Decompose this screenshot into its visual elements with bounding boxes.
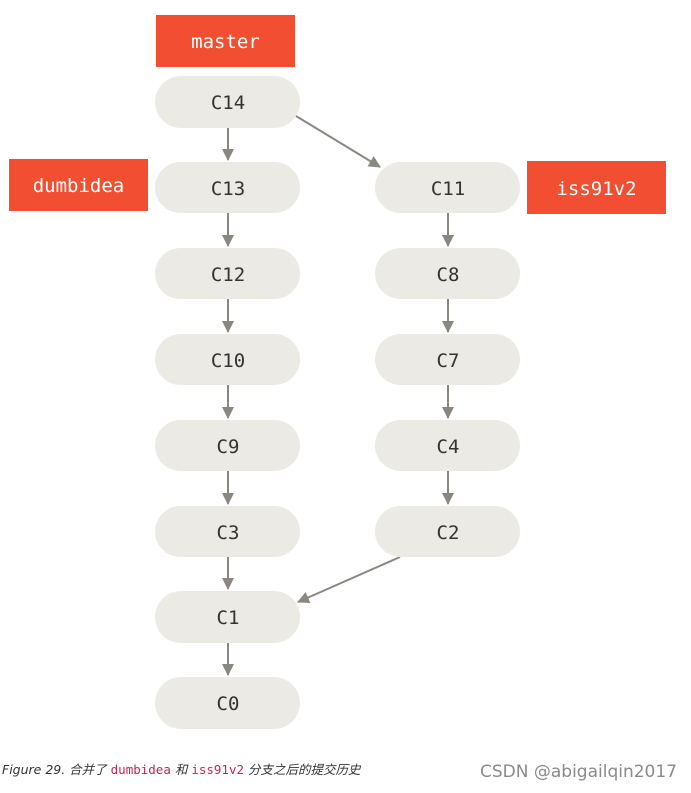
branch-label-master: master <box>156 15 295 67</box>
commit-label-c10: C10 <box>211 350 245 372</box>
commit-label-c7: C7 <box>437 350 460 372</box>
edge-c2-c1 <box>297 556 401 604</box>
watermark: CSDN @abigailqin2017 <box>479 762 677 782</box>
commit-node-c1: C1 <box>155 591 300 643</box>
commit-node-c0: C0 <box>155 677 300 729</box>
commit-node-c3: C3 <box>155 506 300 557</box>
edge-c14-c11 <box>295 115 381 168</box>
commit-node-c8: C8 <box>375 248 520 299</box>
branch-name-dumbidea: dumbidea <box>33 175 125 197</box>
branch-name-master: master <box>191 31 260 53</box>
caption-suffix: 分支之后的提交历史 <box>244 762 361 777</box>
commit-label-c0: C0 <box>217 693 240 715</box>
commit-label-c9: C9 <box>217 436 240 458</box>
branch-name-iss91v2: iss91v2 <box>556 178 636 200</box>
commit-node-c7: C7 <box>375 334 520 385</box>
branch-label-dumbidea: dumbidea <box>9 159 148 211</box>
commit-node-c9: C9 <box>155 420 300 471</box>
commit-node-c12: C12 <box>155 248 300 299</box>
commit-label-c4: C4 <box>437 436 460 458</box>
commit-label-c1: C1 <box>217 607 240 629</box>
caption-branch-iss91v2: iss91v2 <box>191 762 245 777</box>
commit-label-c13: C13 <box>211 178 245 200</box>
commit-graph: C14 C13 C12 C10 C9 C3 C1 C0 C11 C8 C7 <box>9 15 666 729</box>
figure-caption: Figure 29. 合并了 dumbidea 和 iss91v2 分支之后的提… <box>2 759 361 778</box>
commit-label-c14: C14 <box>211 92 245 114</box>
edges <box>222 115 454 676</box>
caption-branch-dumbidea: dumbidea <box>110 762 171 777</box>
caption-mid: 和 <box>170 762 192 777</box>
commit-label-c11: C11 <box>431 178 465 200</box>
commit-label-c3: C3 <box>217 522 240 544</box>
commit-node-c2: C2 <box>375 506 520 557</box>
commit-node-c14: C14 <box>155 76 300 128</box>
commit-node-c4: C4 <box>375 420 520 471</box>
commit-label-c12: C12 <box>211 264 245 286</box>
branch-label-iss91v2: iss91v2 <box>527 161 666 214</box>
commit-node-c10: C10 <box>155 334 300 385</box>
commit-node-c13: C13 <box>155 162 300 213</box>
commit-node-c11: C11 <box>375 162 520 213</box>
commit-label-c2: C2 <box>437 522 460 544</box>
caption-prefix: Figure 29. 合并了 <box>2 762 111 777</box>
commit-label-c8: C8 <box>437 264 460 286</box>
